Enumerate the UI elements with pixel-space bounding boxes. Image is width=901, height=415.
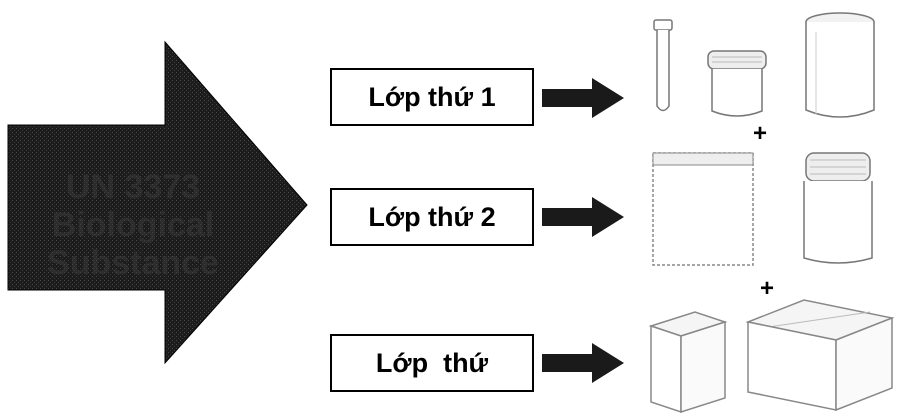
absorbent-roll-icon <box>805 12 875 118</box>
test-tube-icon <box>653 19 673 112</box>
arrow-right-icon <box>542 78 624 118</box>
layer-3-box: Lớp thứ <box>330 334 534 392</box>
layer-2-box: Lớp thứ 2 <box>330 188 534 246</box>
arrow-right-icon <box>542 343 624 383</box>
big-arrow <box>7 40 308 365</box>
layer-3-label: Lớp thứ <box>375 347 489 378</box>
arrow-right-icon <box>542 197 624 237</box>
big-arrow-label: UN 3373 Biological Substance <box>47 168 219 282</box>
outer-box-flat-icon <box>745 299 895 412</box>
plus-sign: + <box>759 275 774 302</box>
plus-sign: + <box>752 120 767 147</box>
specimen-jar-icon <box>707 50 767 117</box>
layer-1-box: Lớp thứ 1 <box>330 68 534 126</box>
outer-box-tall-icon <box>648 311 728 414</box>
sealed-bag-icon <box>652 152 754 266</box>
secondary-jar-icon <box>803 152 873 264</box>
layer-1-label: Lớp thứ 1 <box>368 81 496 112</box>
layer-2-label: Lớp thứ 2 <box>368 201 496 232</box>
